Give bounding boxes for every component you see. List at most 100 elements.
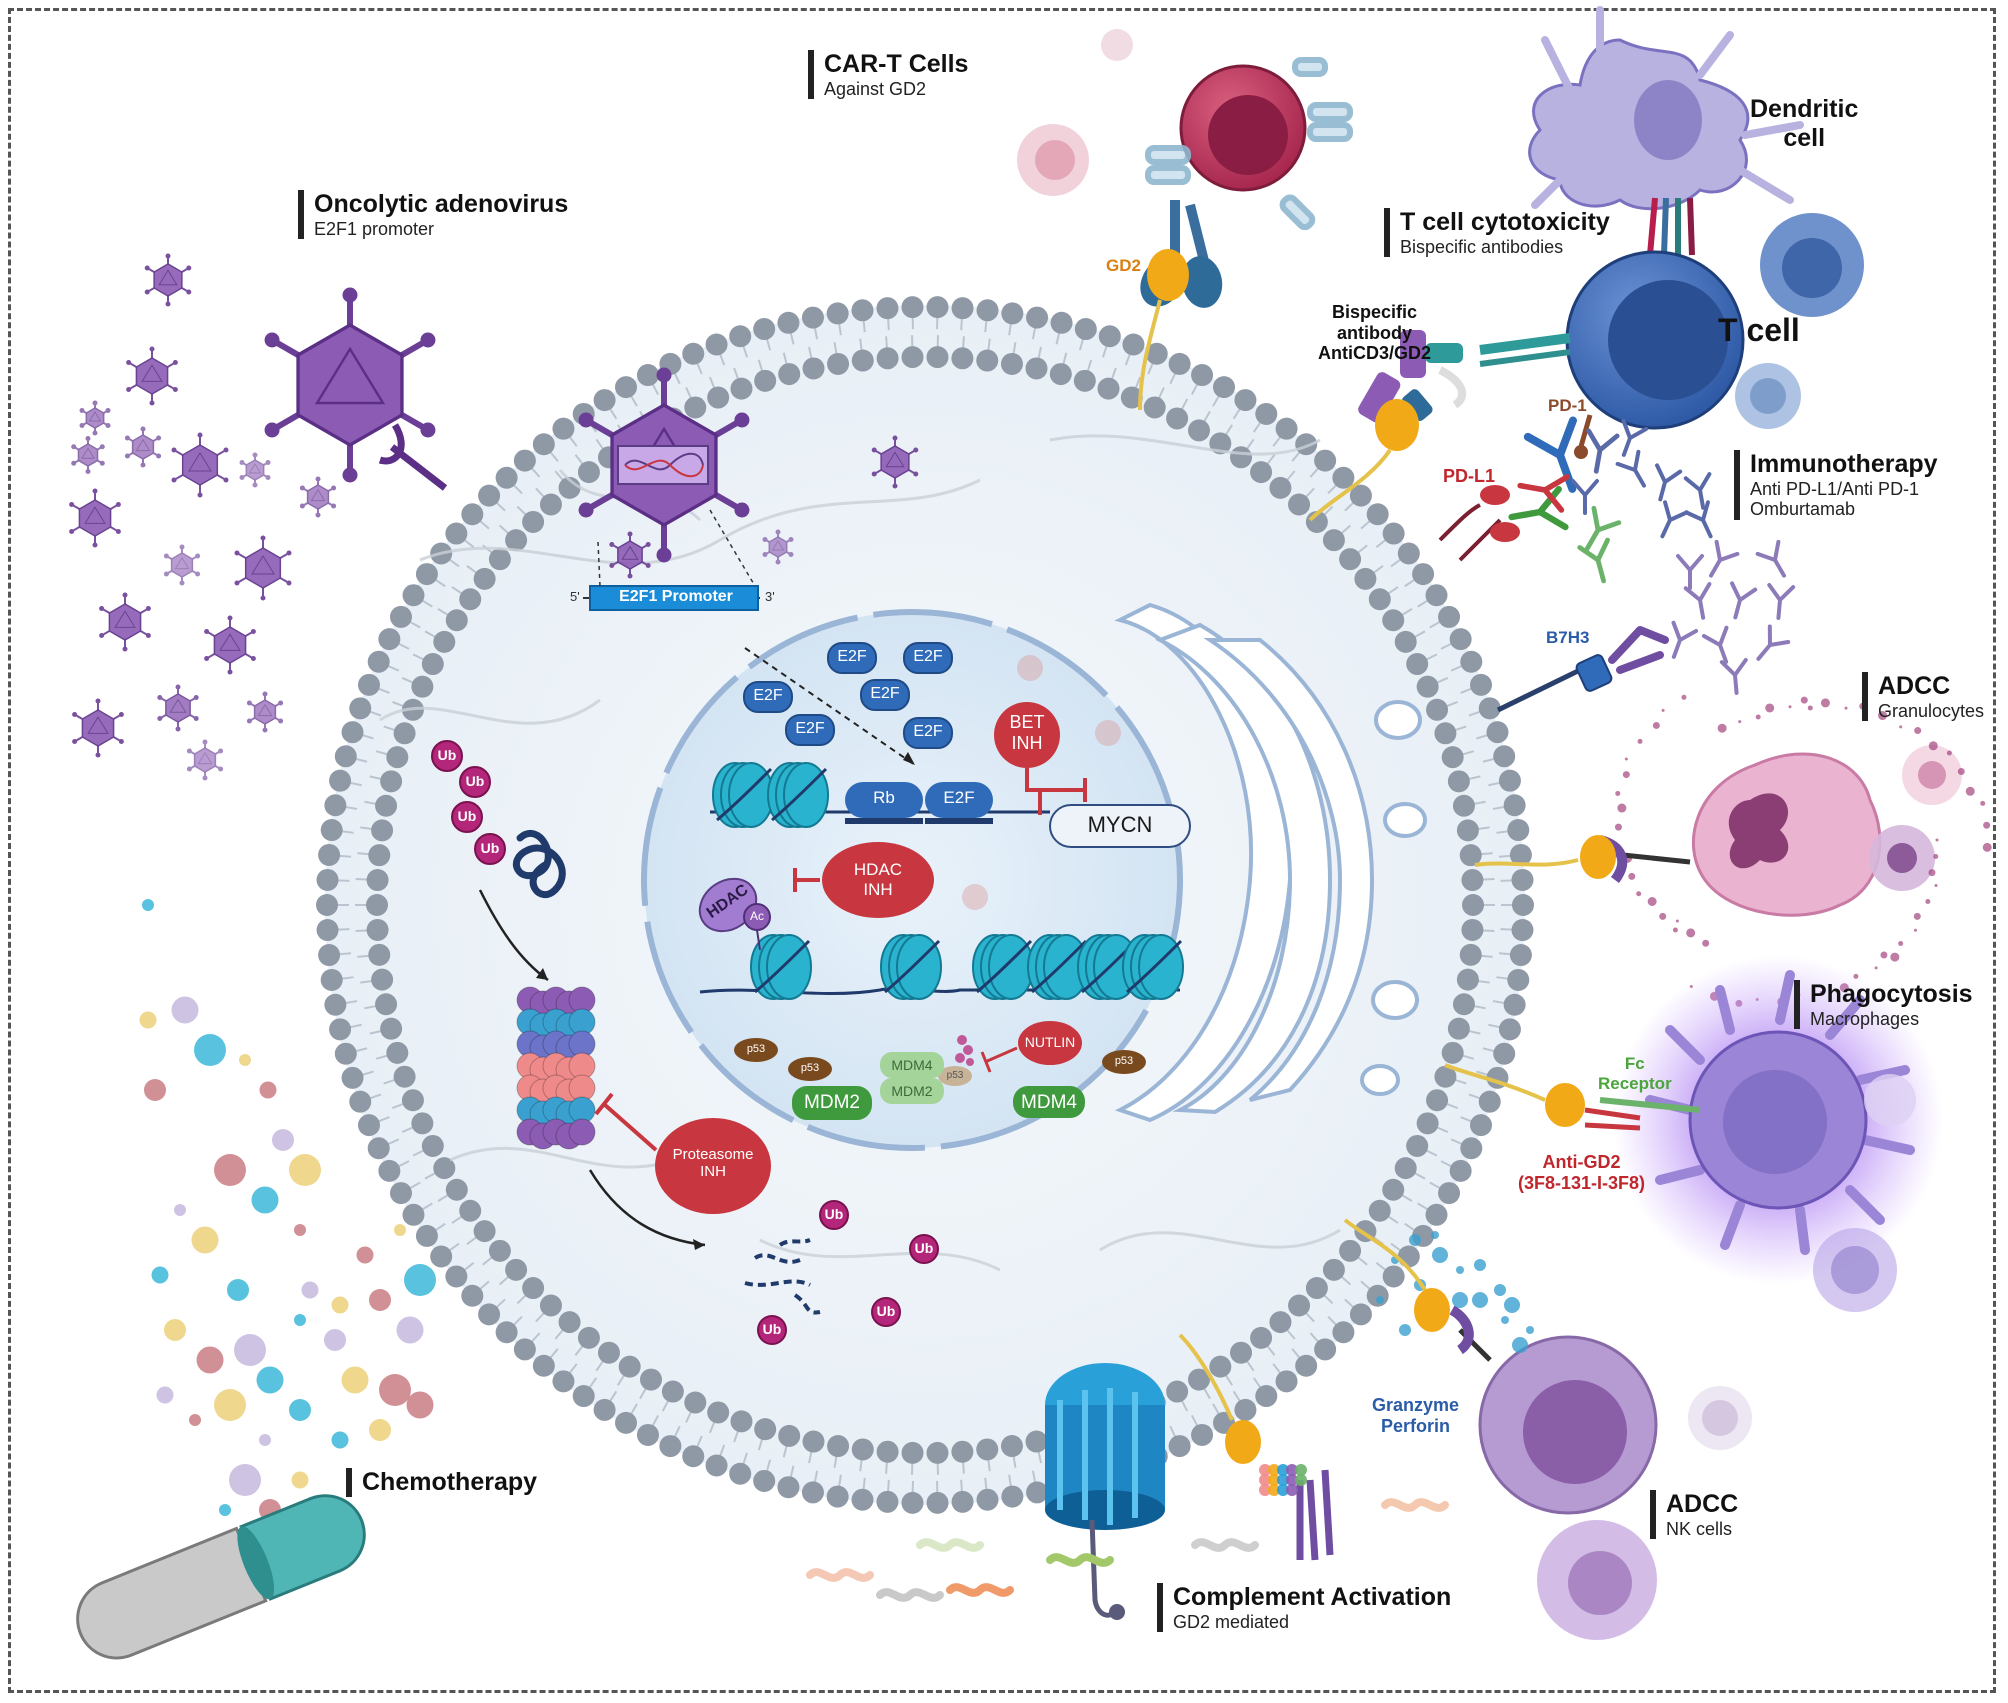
e2f-bubble [785, 714, 835, 746]
phospholipid-head [951, 347, 974, 370]
phospholipid-head [367, 650, 390, 673]
ubiquitin-bubble [431, 740, 463, 772]
drug-particle [291, 1471, 309, 1489]
mdm4-complex [880, 1052, 944, 1078]
phospholipid-head [1382, 609, 1405, 632]
granule-particles [1614, 694, 1992, 1007]
phospholipid-head [1412, 563, 1435, 586]
phospholipid-head [1512, 894, 1534, 916]
phospholipid-head [1213, 376, 1235, 399]
phospholipid-head [729, 325, 752, 348]
phospholipid-head [1275, 417, 1298, 440]
phospholipid-head [1026, 306, 1049, 329]
dendritic-cell-label-line1: Dendritic [1750, 95, 1859, 123]
phospholipid-head [1073, 369, 1096, 392]
drug-particle [156, 1386, 174, 1404]
phospholipid-head [318, 843, 341, 866]
phospholipid-head [1498, 769, 1521, 792]
oncolytic-heading: Oncolytic adenovirus E2F1 promoter [298, 190, 569, 240]
phospholipid-head [1498, 1018, 1521, 1041]
fc-receptor-label-line1: Fc [1624, 1054, 1645, 1073]
phospholipid-head [876, 297, 899, 320]
p53-protein [734, 1038, 778, 1062]
drug-particle [139, 1011, 157, 1029]
e2f-label: E2F [870, 685, 900, 702]
phospholipid-head [1486, 721, 1509, 744]
bispecific-label: Bispecific antibody AntiCD3/GD2 [1318, 302, 1431, 364]
oncolytic-title: Oncolytic adenovirus [314, 190, 569, 218]
phospholipid-head [445, 609, 468, 632]
phospholipid-head [539, 493, 562, 516]
phospholipid-head [1462, 894, 1484, 916]
phospholipid-head [1368, 1199, 1391, 1222]
drug-particle [406, 1391, 434, 1419]
phospholipid-head [615, 376, 637, 399]
drug-particle [214, 1389, 246, 1421]
hdac-inhibitor [822, 842, 934, 918]
phospholipid-head [730, 1410, 753, 1433]
phospholipid-head [1074, 318, 1097, 341]
gd2-antigen [1580, 835, 1616, 879]
phospholipid-head [876, 347, 899, 370]
phospholipid-head [618, 1355, 641, 1378]
phospholipid-head [1382, 522, 1405, 545]
ubiquitin-bubble [757, 1315, 787, 1345]
bet-inh-label: BET INH [994, 712, 1060, 753]
phospholipid-head [753, 1469, 776, 1492]
fc-receptor-label-line2: Receptor [1598, 1073, 1672, 1093]
drug-particle [144, 1079, 166, 1101]
phospholipid-head [532, 433, 555, 456]
drug-particle [404, 1264, 436, 1296]
drug-particle [214, 1154, 246, 1186]
phospholipid-head [513, 1338, 536, 1361]
drug-particle [256, 1366, 284, 1394]
phospholipid-head [378, 1159, 401, 1182]
granzyme-particles [1376, 1231, 1534, 1353]
fc-receptor-label: Fc Receptor [1598, 1054, 1672, 1093]
complement-fragments [806, 1464, 1449, 1602]
phospholipid-head [1191, 1423, 1214, 1446]
ac-label: Ac [749, 909, 764, 923]
ub-label: Ub [457, 808, 477, 824]
adcc-granulocytes-title: ADCC [1878, 672, 1951, 700]
ubiquitin-bubble [474, 833, 506, 865]
t-cell-cytotoxicity-heading: T cell cytotoxicity Bispecific antibodie… [1384, 208, 1610, 258]
phospholipid-head [1366, 503, 1389, 526]
phospholipid-head [1050, 311, 1073, 334]
phospholipid-head [488, 1239, 511, 1262]
phospholipid-head [488, 548, 511, 571]
nutlin-label: NUTLIN [1024, 1034, 1076, 1050]
ub-label: Ub [465, 773, 485, 789]
drug-particle [369, 1419, 391, 1441]
proteasome-icon [516, 986, 596, 1150]
car-t-cell-icon [1017, 29, 1307, 196]
p53-label: p53 [800, 1062, 820, 1074]
p53-protein [1102, 1050, 1146, 1074]
phospholipid-head [1120, 386, 1143, 409]
phospholipid-head [1000, 1435, 1023, 1458]
perforin-label: Perforin [1381, 1415, 1451, 1436]
phospholipid-head [366, 918, 389, 941]
phospholipid-head [380, 770, 403, 793]
bispecific-label-line3: AntiCD3/GD2 [1318, 343, 1432, 364]
mdm2-complex [880, 1078, 944, 1104]
e2f-label: E2F [913, 648, 943, 665]
pdl1-label: PD-L1 [1443, 466, 1496, 486]
macrophage-icon [1613, 955, 1943, 1312]
phospholipid-head [778, 1424, 801, 1447]
mdm4-complex-label: MDM4 [891, 1057, 933, 1073]
phospholipid-head [1441, 746, 1464, 769]
adcc-nk-subtitle: NK cells [1666, 1518, 1733, 1539]
granzyme-label: Granzyme [1372, 1395, 1460, 1415]
p53-protein [938, 1066, 972, 1086]
e2f-dna-label: E2F [943, 788, 975, 807]
phospholipid-head [402, 1203, 425, 1226]
phospholipid-head [380, 1017, 403, 1040]
ub-label: Ub [824, 1206, 844, 1222]
phospholipid-head [1509, 843, 1532, 866]
complement-complex-icon [1045, 1363, 1165, 1620]
phospholipid-head [1425, 1203, 1448, 1226]
phospholipid-head [707, 1401, 730, 1424]
phospholipid-head [1394, 1157, 1417, 1180]
phospholipid-head [1255, 402, 1278, 425]
